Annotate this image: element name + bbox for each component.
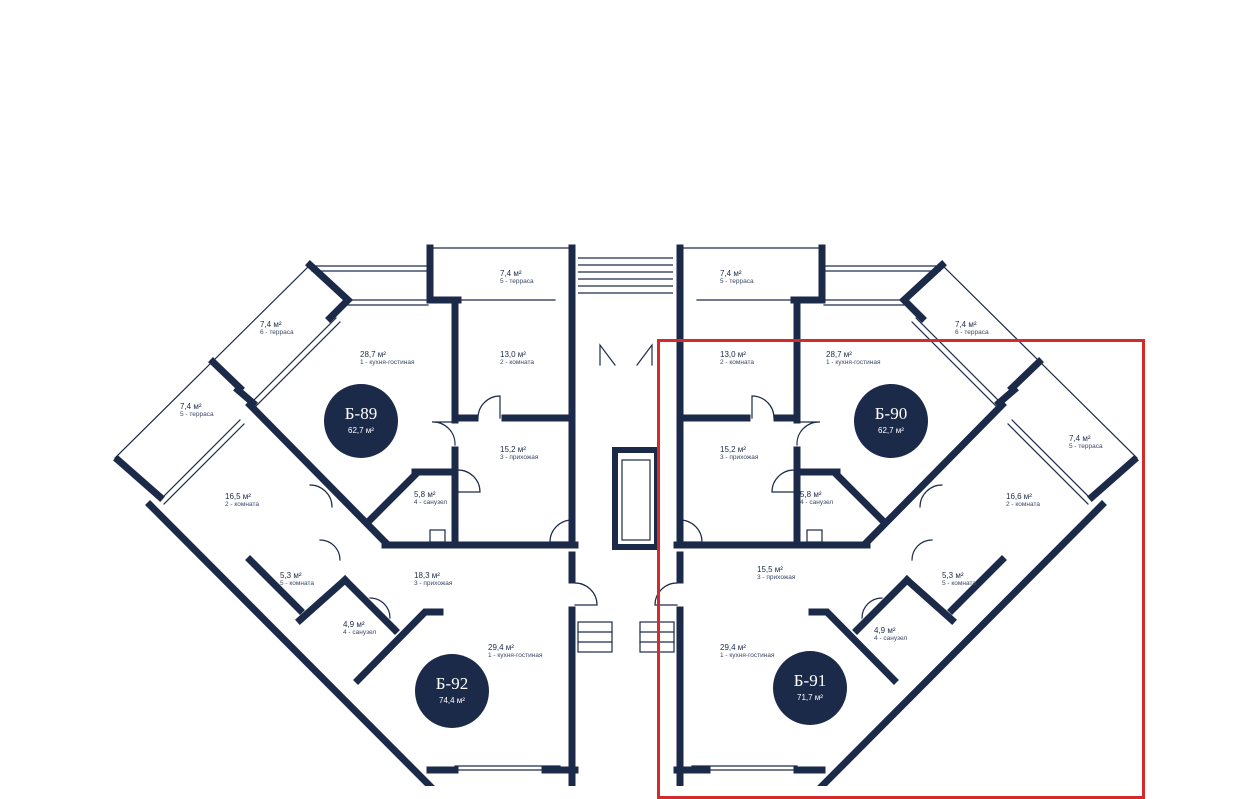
- unit-badge-b89[interactable]: Б-89 62,7 м²: [324, 384, 398, 458]
- unit-area: 71,7 м²: [797, 693, 823, 702]
- unit-area: 62,7 м²: [878, 426, 904, 435]
- unit-name: Б-90: [874, 404, 908, 423]
- unit-badge-b91[interactable]: Б-91 71,7 м²: [773, 651, 847, 725]
- unit-badge-b92[interactable]: Б-92 74,4 м²: [415, 654, 489, 728]
- unit-name: Б-92: [435, 674, 469, 693]
- unit-area: 62,7 м²: [348, 426, 374, 435]
- unit-name: Б-91: [793, 671, 827, 690]
- unit-badge-b90[interactable]: Б-90 62,7 м²: [854, 384, 928, 458]
- unit-name: Б-89: [344, 404, 378, 423]
- left-wing-walls: [115, 248, 615, 786]
- unit-area: 74,4 м²: [439, 696, 465, 705]
